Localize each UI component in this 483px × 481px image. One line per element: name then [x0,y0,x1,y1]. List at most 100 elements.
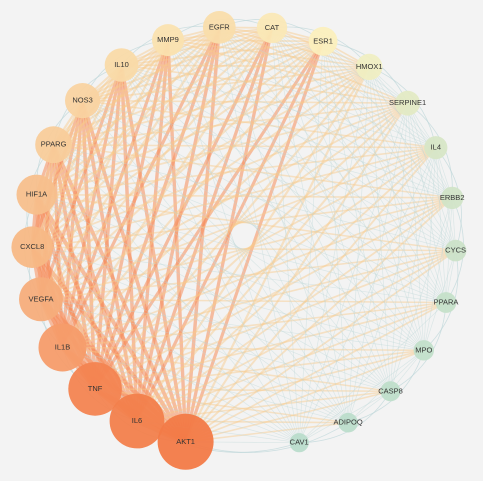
edge-MMP9-HMOX1 [167,39,371,68]
node-mmp9[interactable]: MMP9 [152,24,184,57]
node-cxcl8[interactable]: CXCL8 [11,226,53,268]
edge-HIF1A-MMP9 [35,39,170,196]
node-erbb2[interactable]: ERBB2 [440,186,465,210]
node-serpine1[interactable]: SERPINE1 [389,90,426,116]
node-egfr[interactable]: EGFR [202,11,236,44]
edge-IL1B-NOS3 [60,98,85,350]
node-circle[interactable] [202,11,236,44]
node-circle[interactable] [444,239,467,262]
edge-NOS3-MPO [82,100,425,351]
node-circle[interactable] [395,90,420,116]
node-vegfa[interactable]: VEGFA [19,277,63,322]
node-casp8[interactable]: CASP8 [378,381,403,402]
edge-IL10-CAV1 [121,64,300,444]
node-mpo[interactable]: MPO [413,340,434,361]
node-circle[interactable] [289,433,309,453]
edge-CXCL8-CAT [31,26,274,249]
node-il10[interactable]: IL10 [104,48,139,82]
edge-HIF1A-EGFR [35,26,221,196]
node-circle[interactable] [19,277,63,322]
edge-PPARG-CYCS [53,144,456,251]
node-cycs[interactable]: CYCS [444,239,467,262]
edge-IL1B-ESR1 [61,40,325,349]
node-circle[interactable] [38,323,87,372]
node-cat[interactable]: CAT [256,12,288,44]
edge-IL1B-ADIPOQ [62,347,349,424]
edge-SERPINE1-CASP8 [390,102,408,392]
node-circle[interactable] [152,24,184,57]
edge-PPARG-ERBB2 [52,143,453,199]
edge-CXCL8-IL10 [31,63,123,249]
node-nos3[interactable]: NOS3 [65,83,101,119]
edge-IL1B-MPO [61,346,425,352]
node-adipoq[interactable]: ADIPOQ [334,412,363,433]
node-circle[interactable] [109,393,165,449]
node-circle[interactable] [68,362,122,416]
node-il1b[interactable]: IL1B [38,323,87,372]
node-circle[interactable] [65,83,101,119]
node-il6[interactable]: IL6 [109,393,165,449]
edge-IL6-SERPINE1 [135,102,409,423]
edge-CAT-ADIPOQ [271,27,349,424]
edge-HMOX1-CAV1 [298,66,370,444]
node-cav1[interactable]: CAV1 [289,433,309,453]
edge-CXCL8-PPARA [31,246,447,303]
edge-VEGFA-ERBB2 [40,197,454,301]
edge-HMOX1-ERBB2 [368,66,453,199]
edge-IL4-PPARA [435,147,447,303]
node-ppara[interactable]: PPARA [434,292,459,313]
edge-TNF-SERPINE1 [94,102,409,390]
node-circle[interactable] [256,12,288,44]
edge-CAT-CASP8 [271,27,391,392]
node-pparg[interactable]: PPARG [35,126,72,164]
edge-IL10-ESR1 [120,40,324,66]
node-circle[interactable] [413,340,434,361]
edge-AKT1-PPARA [184,301,447,443]
node-circle[interactable] [11,226,53,268]
edge-HMOX1-MPO [368,66,425,351]
edge-IL1B-CYCS [61,249,457,349]
edge-IL10-CASP8 [121,64,391,392]
node-il4[interactable]: IL4 [424,136,448,160]
edge-IL6-PPARA [136,301,447,422]
node-circle[interactable] [338,412,358,433]
edge-EGFR-ERBB2 [218,27,453,199]
node-circle[interactable] [16,174,57,215]
edge-IL1B-HMOX1 [61,65,371,349]
node-hif1a[interactable]: HIF1A [16,174,57,215]
node-circle[interactable] [441,186,464,210]
node-tnf[interactable]: TNF [68,362,122,416]
node-circle[interactable] [424,136,448,160]
edge-ESR1-ERBB2 [322,40,453,199]
node-akt1[interactable]: AKT1 [157,413,214,470]
edge-IL10-CYCS [121,64,456,251]
node-circle[interactable] [35,126,72,164]
node-esr1[interactable]: ESR1 [308,26,338,56]
edge-VEGFA-MMP9 [39,38,170,301]
node-circle[interactable] [308,26,338,56]
edge-IL1B-CAT [61,26,274,349]
node-label: ESR1 [313,36,333,45]
edge-IL4-CAV1 [298,147,437,444]
node-circle[interactable] [104,48,139,82]
edge-VEGFA-IL10 [39,63,124,301]
node-circle[interactable] [356,53,383,81]
node-circle[interactable] [435,292,457,313]
node-hmox1[interactable]: HMOX1 [356,53,383,81]
edge-TNF-MMP9 [93,38,170,391]
node-circle[interactable] [380,381,401,402]
edge-TNF-ERBB2 [94,196,454,390]
edge-AKT1-IL4 [184,146,437,443]
edge-AKT1-ERBB2 [184,196,454,443]
edge-HIF1A-CASP8 [36,194,391,392]
edge-PPARG-MMP9 [52,39,170,146]
edge-IL4-MPO [423,147,437,351]
edge-HIF1A-ESR1 [35,40,325,196]
edge-NOS3-ESR1 [81,40,325,102]
node-circle[interactable] [157,413,214,470]
node-label: TNF [88,384,103,393]
node-label: VEGFA [28,294,53,303]
edge-EGFR-MPO [218,27,425,351]
edge-CXCL8-ESR1 [31,40,325,249]
